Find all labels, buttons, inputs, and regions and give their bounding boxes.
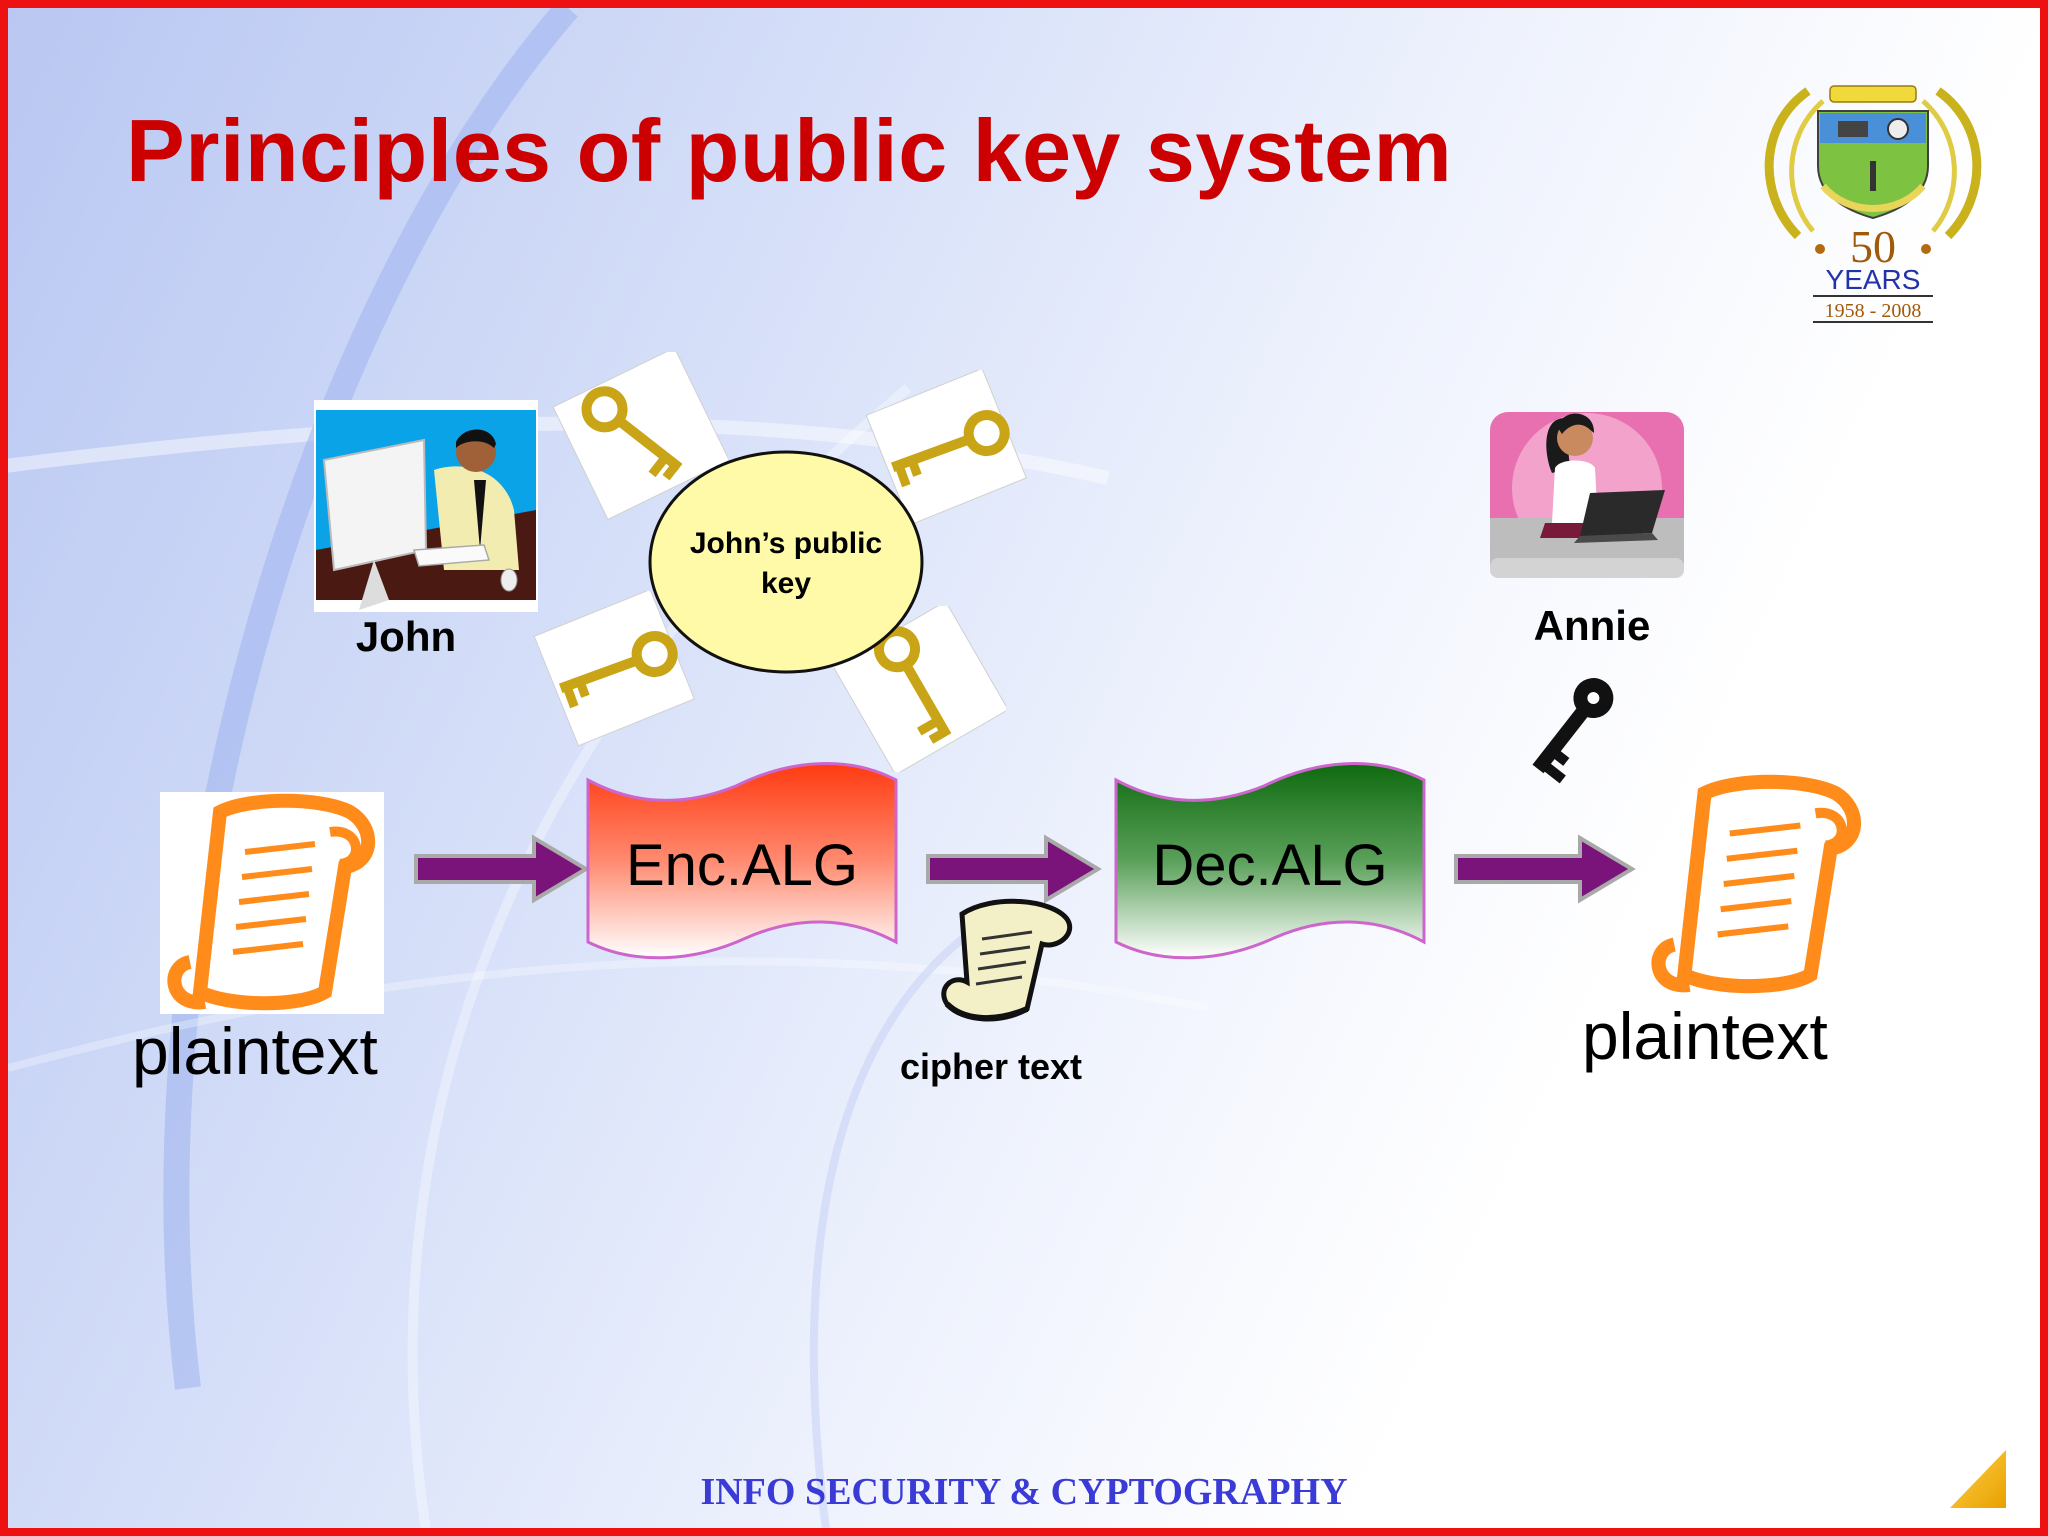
receiver-name-label: Annie — [1533, 602, 1651, 649]
cipher-text-scroll-icon — [941, 898, 1072, 1022]
sender-name-label: John — [355, 613, 457, 660]
arrow-to-plaintext — [1454, 834, 1636, 904]
decrypt-algorithm-box — [1114, 762, 1426, 960]
plaintext-output-scroll-icon — [1651, 774, 1862, 994]
cipher-text-label: cipher text — [899, 1046, 1083, 1087]
plaintext-scroll-icon — [160, 792, 384, 1014]
public-key-copy-icon — [865, 370, 1027, 526]
arrow-to-encrypt — [414, 834, 590, 904]
public-key-copy-icon — [533, 591, 695, 747]
slide-footer: INFO SECURITY & CYPTOGRAPHY — [700, 1471, 1348, 1513]
arrow-to-decrypt — [926, 834, 1102, 904]
corner-decoration — [1950, 1450, 2006, 1508]
private-key-icon — [1532, 678, 1614, 784]
logo-years-label: YEARS — [1826, 264, 1921, 295]
plaintext-left-label: plaintext — [132, 1014, 378, 1088]
public-key-bubble — [648, 450, 924, 674]
slide-title: Principles of public key system — [126, 101, 1453, 200]
public-key-copy-icon — [552, 352, 728, 521]
college-anniversary-logo: 50 YEARS 1958 - 2008 — [1764, 85, 1982, 323]
encrypt-label: Enc.ALG — [625, 833, 859, 898]
annie-laptop-illustration — [1490, 412, 1684, 578]
decrypt-label: Dec.ALG — [1152, 833, 1388, 898]
plaintext-right-label: plaintext — [1582, 999, 1828, 1073]
logo-year-range: 1958 - 2008 — [1825, 300, 1922, 322]
public-key-label: John’s public key — [689, 527, 883, 600]
john-computer-illustration — [314, 400, 538, 612]
encrypt-algorithm-box — [586, 762, 898, 960]
logo-number: 50 — [1850, 221, 1896, 272]
